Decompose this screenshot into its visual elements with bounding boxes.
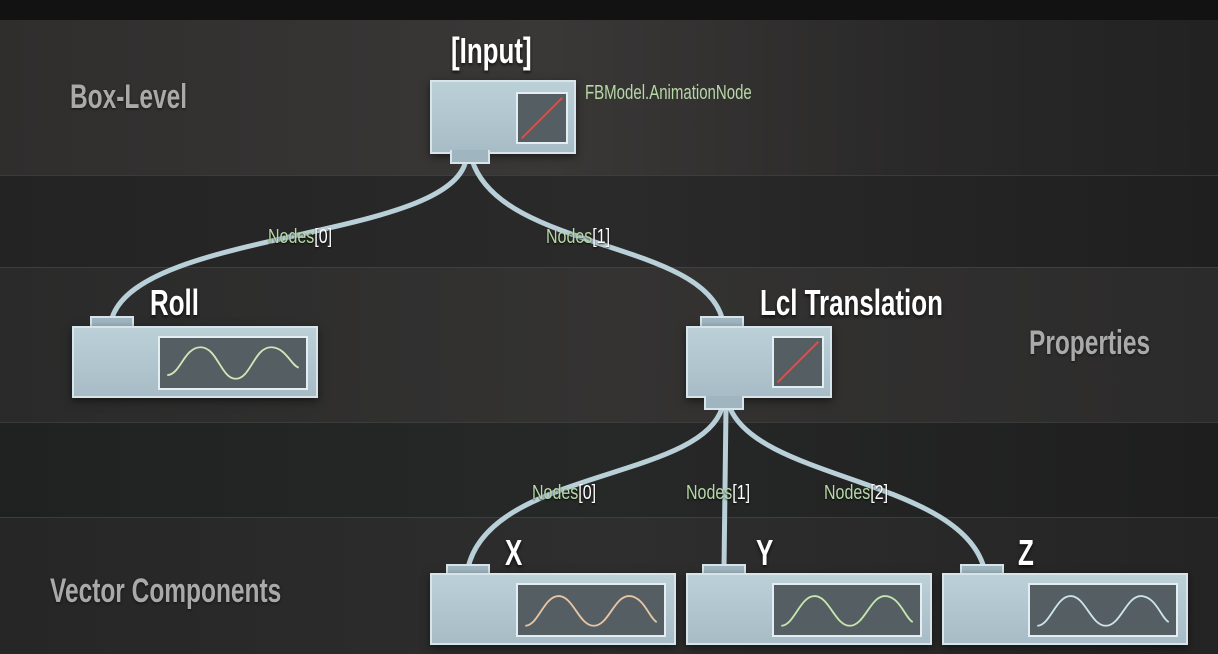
edge-label-index: [1]: [732, 482, 751, 504]
edge-label-prefix: Nodes: [824, 482, 871, 504]
wire-input-roll: [109, 157, 469, 321]
node-title-input: [Input]: [451, 30, 532, 71]
gap-band: [0, 422, 1218, 517]
node-box-y[interactable]: [686, 573, 932, 645]
level-label-vector-components: Vector Components: [50, 572, 282, 610]
node-box-z[interactable]: [942, 573, 1188, 645]
sine-curve-icon: [167, 346, 300, 380]
edge-label-lcl-z: Nodes[2]: [824, 482, 888, 505]
edge-label-input-roll: Nodes[0]: [268, 226, 332, 249]
node-title-z: Z: [1018, 532, 1034, 573]
edge-label-lcl-x: Nodes[0]: [532, 482, 596, 505]
node-title-y: Y: [756, 532, 774, 573]
node-title-roll: Roll: [150, 282, 199, 323]
node-box-lcl-translation[interactable]: [686, 326, 832, 398]
edge-label-lcl-y: Nodes[1]: [686, 482, 750, 505]
level-label-properties: Properties: [1029, 324, 1151, 362]
edge-label-prefix: Nodes: [546, 226, 593, 248]
gap-band: [0, 175, 1218, 267]
node-type-label: FBModel.AnimationNode: [585, 82, 752, 104]
node-title-x: X: [505, 532, 523, 573]
wire-lcl-y: [721, 405, 729, 571]
preview-lcl-translation: [772, 336, 824, 388]
wire-input-lcl: [469, 157, 725, 321]
identity-curve-icon: [777, 341, 819, 383]
edge-label-prefix: Nodes: [268, 226, 315, 248]
sine-curve-icon: [781, 595, 914, 627]
box-level-band: [0, 20, 1218, 175]
edge-label-index: [2]: [870, 482, 889, 504]
separator: [0, 517, 1218, 518]
separator: [0, 422, 1218, 423]
edge-label-prefix: Nodes: [532, 482, 579, 504]
node-box-input[interactable]: [430, 80, 576, 154]
preview-z: [1028, 583, 1178, 637]
top-band: [0, 0, 1218, 20]
wire-lcl-z: [727, 405, 987, 571]
node-box-x[interactable]: [430, 573, 676, 645]
output-port-input[interactable]: [450, 150, 490, 164]
edge-label-index: [1]: [592, 226, 611, 248]
preview-input: [516, 92, 568, 144]
node-box-roll[interactable]: [72, 326, 318, 398]
identity-curve-icon: [521, 97, 563, 139]
edge-label-input-lcl: Nodes[1]: [546, 226, 610, 249]
separator: [0, 175, 1218, 176]
preview-roll: [158, 336, 308, 390]
sine-curve-icon: [525, 595, 658, 627]
edge-label-prefix: Nodes: [686, 482, 733, 504]
preview-y: [772, 583, 922, 637]
edge-label-index: [0]: [578, 482, 597, 504]
node-title-lcl-translation: Lcl Translation: [760, 282, 943, 323]
level-label-box: Box-Level: [70, 78, 187, 116]
wire-group: [109, 157, 987, 571]
sine-curve-icon: [1037, 595, 1170, 627]
output-port-lcl-translation[interactable]: [704, 396, 744, 410]
preview-x: [516, 583, 666, 637]
edge-label-index: [0]: [314, 226, 333, 248]
wire-lcl-x: [465, 405, 725, 571]
separator: [0, 267, 1218, 268]
